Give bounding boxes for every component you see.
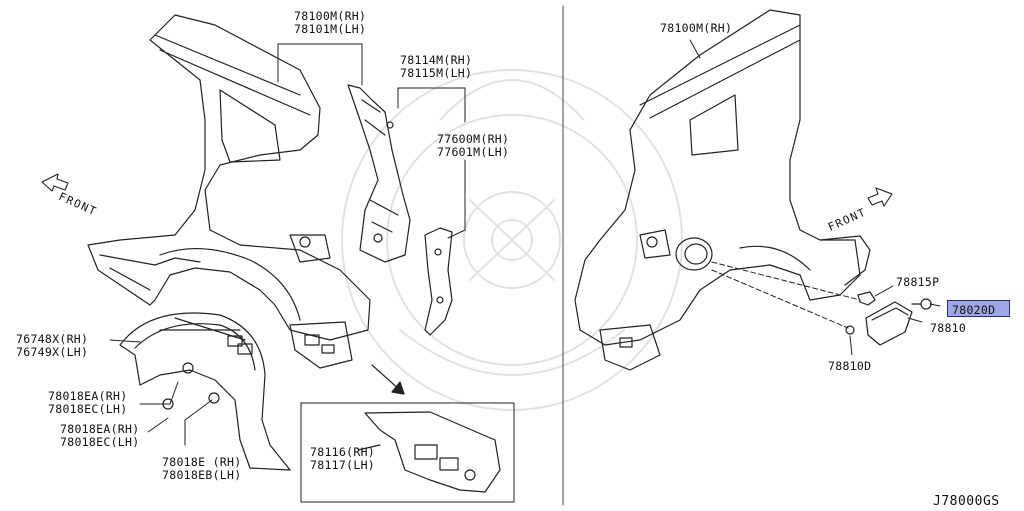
front-arrow-left-icon (41, 173, 69, 192)
rear-fender-left (87, 14, 371, 369)
bumper-part (845, 325, 855, 335)
label-extension-rh: 78116(RH) (310, 445, 376, 459)
label-hinge: 78815P (896, 275, 940, 289)
label-inner-panel-lh: 78115M(LH) (400, 66, 473, 80)
label-bumper: 78810D (828, 359, 872, 373)
label-mudguard-lh: 76749X(LH) (16, 345, 89, 359)
label-rear-fender-right: 78100M(RH) (660, 21, 733, 35)
label-mudguard-rh: 76748X(RH) (16, 332, 89, 346)
detail-box (300, 402, 515, 503)
inner-panel-left (347, 84, 411, 263)
label-clip-c-lh: 78018EB(LH) (162, 468, 242, 482)
label-clip-b-rh: 78018EA(RH) (60, 422, 140, 436)
rear-fender-right (574, 9, 871, 371)
label-fuel-lid: 78810 (930, 321, 967, 335)
label-clip-b-lh: 78018EC(LH) (60, 435, 140, 449)
mudguard (119, 312, 291, 471)
highlighted-part-78020d[interactable]: 78020D (947, 300, 1010, 317)
detail-arrow-icon (371, 364, 405, 395)
pillar-left (424, 227, 453, 336)
label-pillar-rh: 77600M(RH) (437, 132, 510, 146)
fuel-filler-opening (675, 237, 713, 271)
label-clip-a-lh: 78018EC(LH) (48, 402, 128, 416)
fuel-lid-hinge (857, 291, 876, 306)
dashed-leaders (711, 261, 861, 329)
watermark-logo (341, 69, 683, 411)
callout-lines-left (109, 43, 466, 446)
front-arrow-right-icon (867, 187, 893, 207)
label-screw: 78020D (952, 303, 996, 317)
callout-lines-right (689, 39, 941, 356)
label-clip-c-rh: 78018E (RH) (162, 455, 242, 469)
label-clip-a-rh: 78018EA(RH) (48, 389, 128, 403)
fuel-lid (865, 301, 913, 346)
label-pillar-lh: 77601M(LH) (437, 145, 510, 159)
screw-part (911, 298, 932, 310)
label-rear-fender-lh: 78101M(LH) (294, 22, 367, 36)
label-rear-fender-rh: 78100M(RH) (294, 9, 367, 23)
label-extension-lh: 78117(LH) (310, 458, 376, 472)
diagram-code: J78000GS (933, 494, 1000, 509)
label-inner-panel-rh: 78114M(RH) (400, 53, 473, 67)
